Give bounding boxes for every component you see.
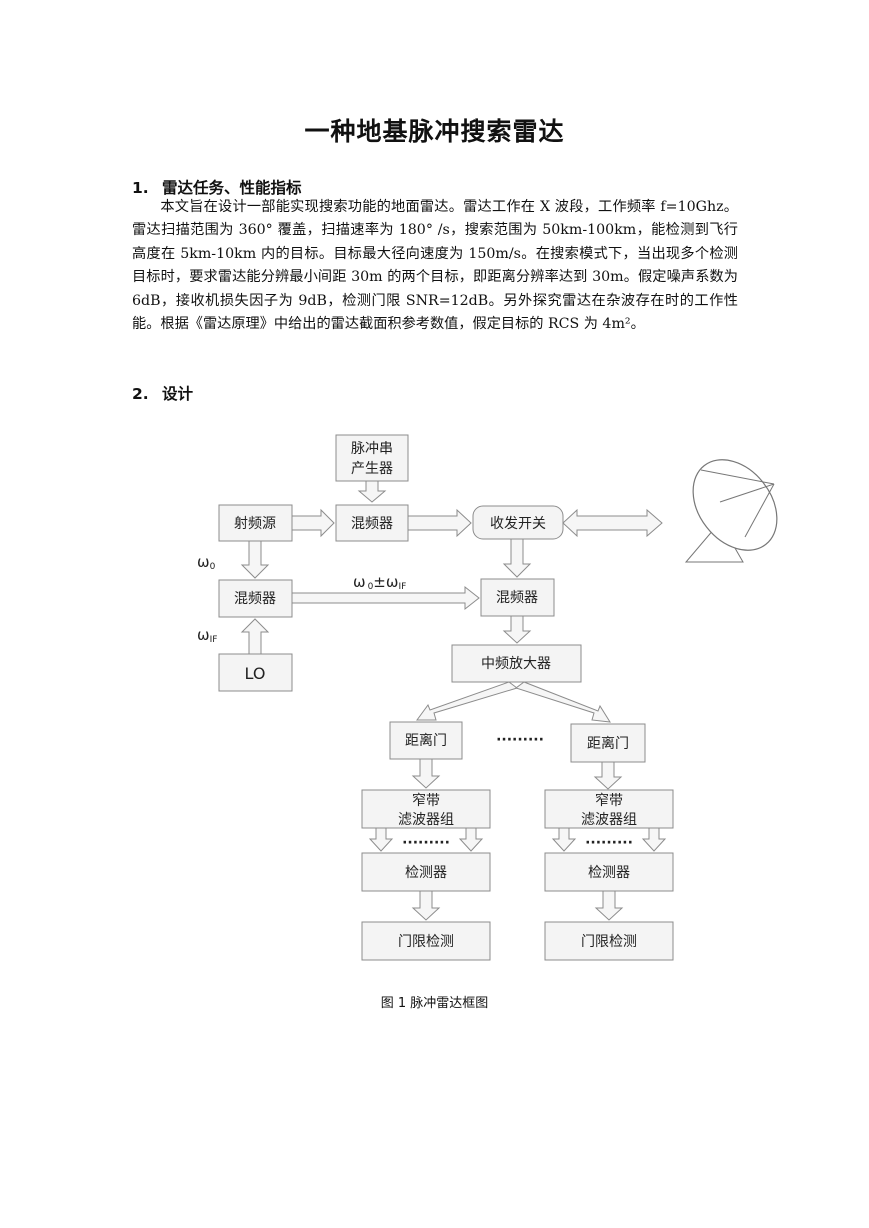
gate-dots: ········· xyxy=(496,732,544,748)
mixer-left-label: 混频器 xyxy=(234,591,276,607)
pulse-generator-box xyxy=(335,434,409,482)
mixer-right-label: 混频器 xyxy=(496,590,538,606)
range-gate-1-label: 距离门 xyxy=(405,732,447,749)
tr-switch-label: 收发开关 xyxy=(490,516,546,532)
section-title: 设计 xyxy=(162,385,194,403)
page-title: 一种地基脉冲搜索雷达 xyxy=(304,117,565,146)
mixer-top-box xyxy=(335,504,409,542)
antenna-dish-icon xyxy=(684,459,778,563)
threshold-1-label: 门限检测 xyxy=(398,934,454,950)
arrow-filter1-left xyxy=(368,827,394,852)
detector-2-box xyxy=(544,852,674,892)
lo-label: LO xyxy=(245,664,266,683)
pulse-generator-label-2: 产生器 xyxy=(351,461,393,477)
filter-bank-2-label-1: 窄带 xyxy=(595,792,623,809)
arrow-rf-to-mixer-left xyxy=(240,540,270,579)
arrow-detector1-to-threshold1 xyxy=(411,890,441,921)
arrow-mixer-to-switch xyxy=(407,508,472,538)
arrow-switch-antenna xyxy=(562,508,663,538)
mixer-left-box xyxy=(218,579,293,618)
arrow-if-to-gate-2 xyxy=(514,681,611,723)
arrow-lo-to-mixer-left xyxy=(240,618,270,655)
mixer-top-label: 混频器 xyxy=(351,516,393,532)
arrow-gate2-to-filter2 xyxy=(593,761,623,790)
threshold-1-box xyxy=(361,921,491,961)
omega0-label: ω0 xyxy=(197,553,216,572)
filter-dots-1: ········· xyxy=(402,835,450,851)
range-gate-2-box xyxy=(570,723,646,763)
filter-dots-2: ········· xyxy=(585,835,633,851)
filter-bank-1-box xyxy=(361,789,491,829)
lo-box xyxy=(218,653,293,692)
pulse-generator-label-1: 脉冲串 xyxy=(351,441,393,457)
section-heading-2: 2. 设计 xyxy=(132,382,193,404)
section-title: 雷达任务、性能指标 xyxy=(162,179,302,197)
detector-1-label: 检测器 xyxy=(405,865,447,881)
arrow-detector2-to-threshold2 xyxy=(594,890,624,921)
arrow-gate1-to-filter1 xyxy=(411,758,441,789)
figure-caption: 图 1 脉冲雷达框图 xyxy=(380,996,489,1011)
arrow-rf-to-mixer xyxy=(291,508,335,538)
arrow-if-to-gate-1 xyxy=(416,681,519,721)
section-number: 1. xyxy=(132,179,149,197)
body-paragraph: 本文旨在设计一部能实现搜索功能的地面雷达。雷达工作在 X 波段，工作频率 f=1… xyxy=(132,199,738,333)
arrow-filter1-right xyxy=(458,827,484,852)
arrow-filter2-left xyxy=(551,827,577,852)
rf-source-label: 射频源 xyxy=(234,516,276,532)
rf-source-box xyxy=(218,504,293,542)
if-amplifier-box xyxy=(451,644,582,683)
section-heading-1: 1. 雷达任务、性能指标 xyxy=(132,176,302,198)
arrow-mixer-to-if-amp xyxy=(502,615,532,644)
arrow-switch-to-mixer-right xyxy=(502,538,532,578)
filter-bank-2-box xyxy=(544,789,674,829)
threshold-2-label: 门限检测 xyxy=(581,934,637,950)
range-gate-2-label: 距离门 xyxy=(587,735,629,752)
range-gate-1-box xyxy=(389,721,463,760)
detector-2-label: 检测器 xyxy=(588,865,630,881)
arrow-mixer-left-to-right xyxy=(291,585,480,611)
filter-bank-1-label-2: 滤波器组 xyxy=(398,812,454,828)
mixer-right-box xyxy=(480,578,555,617)
filter-bank-1-label-1: 窄带 xyxy=(412,792,440,809)
filter-bank-2-label-2: 滤波器组 xyxy=(581,812,637,828)
omegaIF-label: ωIF xyxy=(197,626,217,645)
arrow-pulse-to-mixer xyxy=(357,480,387,503)
section-number: 2. xyxy=(132,385,149,403)
arrow-filter2-right xyxy=(641,827,667,852)
threshold-2-box xyxy=(544,921,674,961)
if-amplifier-label: 中频放大器 xyxy=(481,656,551,672)
